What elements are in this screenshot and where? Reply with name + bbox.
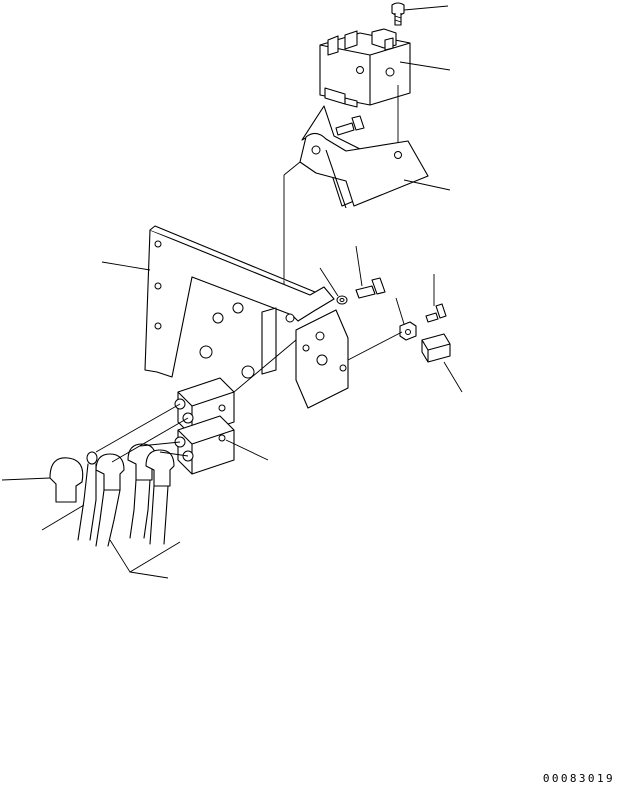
cable-3: [145, 449, 175, 545]
assembly-line-clip: [347, 331, 403, 361]
leader-upper-bracket: [403, 179, 451, 191]
support-bar: [261, 307, 277, 375]
assembly-line-cable-3: [139, 441, 181, 447]
main-plate: [144, 225, 335, 379]
assembly-line-breaker: [233, 339, 297, 393]
leader-main-plate: [101, 261, 151, 271]
upper-bracket: [299, 105, 429, 209]
leader-ring-cable: [41, 504, 85, 531]
plate-bolt: [355, 277, 386, 299]
assembly-line-cable-4: [159, 451, 189, 457]
leader-terminal-cap: [1, 477, 51, 481]
washer: [336, 295, 348, 305]
assembly-line-cable-2: [111, 417, 189, 463]
relay-holder: [319, 28, 411, 108]
leader-clip: [395, 297, 405, 325]
ring-terminal-cable: [77, 451, 98, 541]
bracket-bolt: [335, 115, 365, 136]
leader-relay-holder: [399, 61, 451, 71]
leader-circuit-breaker: [225, 439, 269, 461]
small-bolt: [425, 303, 447, 323]
connector-block: [421, 333, 451, 363]
assembly-line-bracket: [283, 161, 301, 176]
side-plate: [295, 309, 349, 409]
assembly-line-cable-1: [95, 403, 181, 453]
clip: [399, 321, 417, 341]
leader-cable-group: [109, 539, 181, 579]
leader-plate-bolt: [355, 245, 363, 287]
top-screw: [391, 2, 405, 26]
circuit-breaker-lower: [174, 415, 235, 475]
leader-screw: [403, 5, 449, 11]
drawing-number: 00083019: [542, 772, 615, 785]
terminal-cap-left: [49, 457, 84, 503]
leader-washer: [319, 267, 339, 297]
cable-1: [95, 453, 125, 547]
leader-connector-block: [443, 361, 463, 393]
